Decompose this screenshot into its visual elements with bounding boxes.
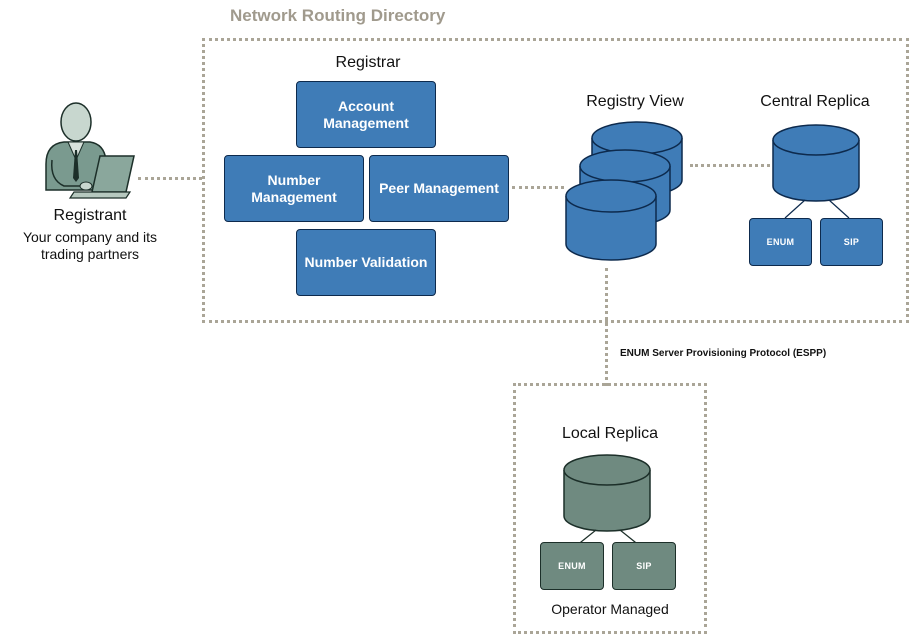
- network-routing-directory-container: [202, 38, 909, 323]
- local-sip-box: SIP: [612, 542, 676, 590]
- espp-protocol-label: ENUM Server Provisioning Protocol (ESPP): [620, 348, 827, 359]
- central-enum-box: ENUM: [749, 218, 812, 266]
- registrar-label: Registrar: [335, 54, 401, 71]
- registrant-subtitle: Your company and its trading partners: [22, 229, 158, 262]
- local-replica-database-icon: [563, 454, 651, 547]
- central-replica-label: Central Replica: [760, 93, 870, 110]
- registry-view-label: Registry View: [586, 93, 684, 110]
- peer-management-box: Peer Management: [369, 155, 509, 222]
- number-management-box: Number Management: [224, 155, 364, 222]
- registrant-connector: [138, 177, 202, 180]
- registry-central-connector: [690, 164, 770, 167]
- registrant-label: Registrant: [53, 207, 127, 224]
- registrant-person-icon: [45, 102, 135, 199]
- local-enum-box: ENUM: [540, 542, 604, 590]
- central-sip-box: SIP: [820, 218, 883, 266]
- operator-managed-label: Operator Managed: [551, 601, 669, 617]
- registry-view-database-icon: [565, 121, 683, 261]
- account-management-box: Account Management: [296, 81, 436, 148]
- diagram-title: Network Routing Directory: [230, 6, 446, 25]
- registry-local-connector: [605, 268, 608, 386]
- local-replica-label: Local Replica: [561, 425, 659, 442]
- number-validation-box: Number Validation: [296, 229, 436, 296]
- central-replica-database-icon: [772, 124, 860, 219]
- local-replica-container: [513, 383, 707, 634]
- registrar-registry-connector: [512, 186, 564, 189]
